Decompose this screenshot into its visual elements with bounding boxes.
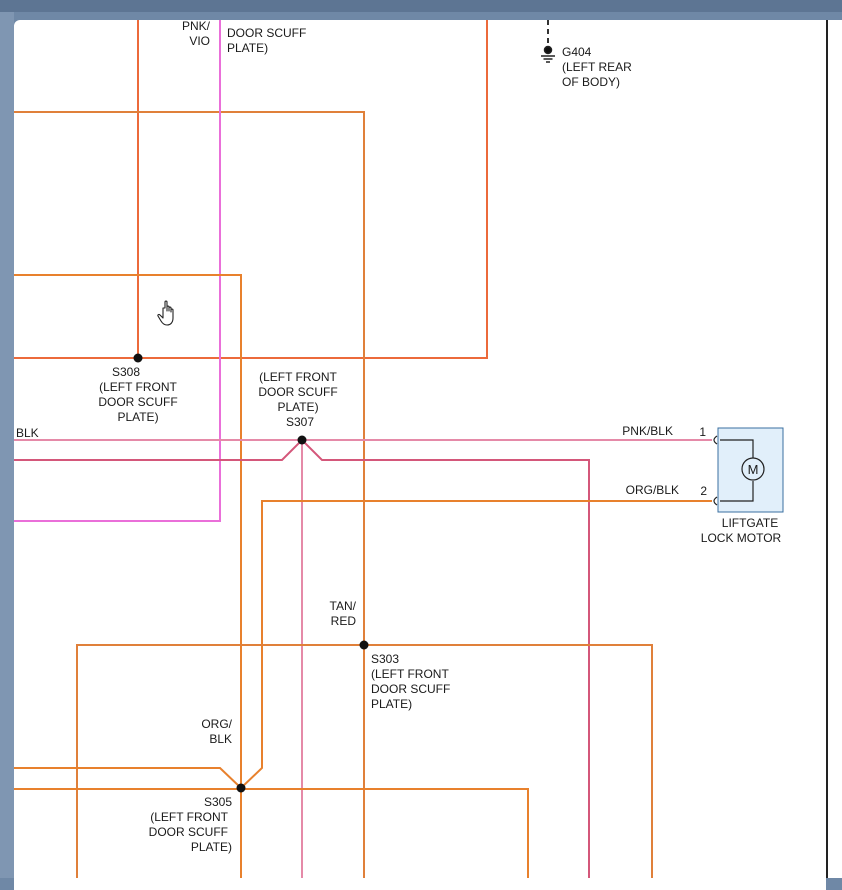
- window-title-strip: [0, 0, 842, 12]
- label-door-scuff-top-2: PLATE): [227, 41, 268, 55]
- label-s308: S308: [112, 365, 140, 379]
- wire-s305-lower: [14, 788, 529, 878]
- label-blk: BLK: [16, 426, 39, 440]
- label-door-scuff-top-1: DOOR SCUFF: [227, 26, 306, 40]
- label-s308-loc1: (LEFT FRONT: [99, 380, 177, 394]
- motor-icon: [741, 457, 765, 481]
- hand-pointer-icon: [157, 300, 174, 326]
- label-pnk-vio-1: PNK/: [182, 20, 211, 33]
- wire-orange-red-loop: [14, 20, 488, 359]
- connector-pin1-icon: [713, 435, 718, 445]
- label-org-blk-right: ORG/BLK: [626, 483, 679, 497]
- wire-pink-460: [14, 438, 590, 878]
- label-s303-loc3: PLATE): [371, 697, 412, 711]
- wire-tan-red-top: [14, 111, 365, 645]
- splice-s308[interactable]: [133, 353, 143, 363]
- window-left-edge: [0, 12, 14, 878]
- label-s305: S305: [204, 795, 232, 809]
- wire-orange-275: [14, 274, 242, 878]
- label-pin2: 2: [700, 484, 707, 498]
- label-pin1: 1: [699, 425, 706, 439]
- label-s307-loc2: DOOR SCUFF: [258, 385, 337, 399]
- splice-s305[interactable]: [236, 783, 246, 793]
- connector-pin2-icon: [713, 496, 718, 506]
- label-s305-loc3: PLATE): [191, 840, 232, 854]
- label-org-blk-left-1: ORG/: [201, 717, 232, 731]
- wire-pnk-vio: [14, 20, 221, 522]
- label-liftgate-2: LOCK MOTOR: [701, 531, 782, 545]
- label-s307-loc3: PLATE): [277, 400, 318, 414]
- label-g404: G404: [562, 45, 592, 59]
- label-g404-loc1: (LEFT REAR: [562, 60, 632, 74]
- splice-s303[interactable]: [359, 640, 369, 650]
- label-s307-loc1: (LEFT FRONT: [259, 370, 337, 384]
- label-pnk-blk: PNK/BLK: [622, 424, 673, 438]
- label-s303-loc1: (LEFT FRONT: [371, 667, 449, 681]
- label-g404-loc2: OF BODY): [562, 75, 620, 89]
- label-s305-loc1: (LEFT FRONT: [150, 810, 228, 824]
- label-s305-loc2: DOOR SCUFF: [149, 825, 228, 839]
- label-pnk-vio-2: VIO: [189, 34, 210, 48]
- wiring-diagram: M PNK/ VIO DOOR SCUFF PLATE) G404 (LEFT …: [14, 20, 784, 878]
- label-org-blk-left-2: BLK: [209, 732, 232, 746]
- label-s303-loc2: DOOR SCUFF: [371, 682, 450, 696]
- label-s308-loc3: PLATE): [117, 410, 158, 424]
- label-s303: S303: [371, 652, 399, 666]
- label-liftgate-1: LIFTGATE: [722, 516, 778, 530]
- wire-org-blk: [240, 500, 712, 789]
- motor-symbol: M: [748, 462, 759, 477]
- label-s307: S307: [286, 415, 314, 429]
- liftgate-lock-motor[interactable]: M: [713, 427, 784, 513]
- ground-symbol-icon: [541, 45, 555, 63]
- wiring-diagram-viewer[interactable]: M PNK/ VIO DOOR SCUFF PLATE) G404 (LEFT …: [14, 20, 826, 890]
- splice-s307[interactable]: [297, 435, 307, 445]
- label-tan-red-2: RED: [331, 614, 357, 628]
- label-tan-red-1: TAN/: [330, 599, 357, 613]
- wire-s305-upper: [14, 767, 242, 789]
- label-s308-loc2: DOOR SCUFF: [98, 395, 177, 409]
- viewer-right-edge: [826, 20, 842, 878]
